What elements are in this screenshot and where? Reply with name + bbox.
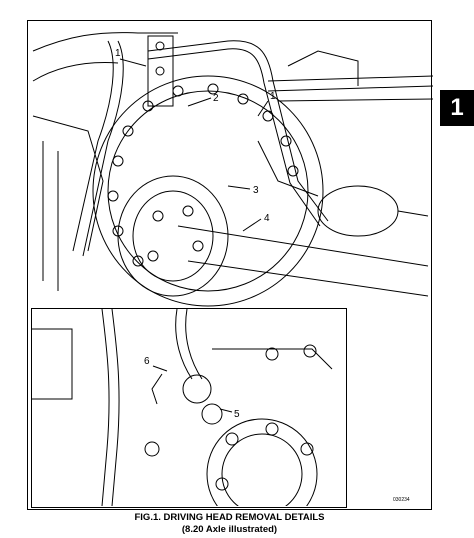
hydraulic-pipe [147,48,321,227]
hose-union [182,374,212,404]
axle-housing [92,75,324,307]
callout-1: 1 [115,48,121,59]
leader-line [242,218,262,232]
leader-line [257,100,269,117]
inset-illustration: 6 5 [32,308,333,530]
callout-1b: 1 [270,91,276,102]
nut [201,403,223,425]
flex-hose [175,308,193,380]
mounting-bracket [147,35,174,107]
drawing-code: 030234 [393,497,410,503]
leader-line [187,97,212,107]
callout-5: 5 [234,409,240,420]
brake-chamber [317,185,399,237]
leader-line [119,58,147,67]
brake-pipe [101,308,110,507]
frame-outline [32,62,119,82]
frame-outline [32,32,178,52]
driving-head-illustration: 1 2 1 3 4 [32,32,433,307]
fitting [151,373,163,405]
leader-line [219,408,233,413]
axle-housing-rim [107,90,309,292]
propeller-shaft [177,225,429,267]
figure-caption: FIG.1. DRIVING HEAD REMOVAL DETAILS (8.2… [27,512,432,536]
propeller-shaft [187,260,429,297]
flex-hose [185,308,203,380]
callout-6: 6 [144,356,150,367]
leader-line [227,185,251,190]
leader-line [152,365,168,372]
bracket-edge [212,348,333,370]
nut [144,441,160,457]
leaf-spring [267,85,433,92]
leaf-spring [277,98,433,102]
callout-2: 2 [213,93,219,104]
hydraulic-pipe [82,40,124,257]
inset-detail: 6 5 [31,308,347,530]
drive-flange-inner [132,190,214,282]
brake-pipe [111,308,120,507]
brake-rod [397,210,429,217]
chassis-member [32,328,73,400]
callout-3: 3 [253,185,259,196]
drive-flange [117,175,229,297]
hydraulic-pipe [72,40,114,252]
hydraulic-pipe [147,40,329,222]
section-tab: 1 [440,90,474,126]
callout-4: 4 [264,213,270,224]
housing-bolts [107,83,299,267]
caption-title: FIG.1. DRIVING HEAD REMOVAL DETAILS [134,512,325,523]
caption-subtitle: (8.20 Axle illustrated) [181,524,278,535]
leaf-spring [267,75,433,82]
spring-mount [287,50,359,86]
brake-pipe [257,140,319,197]
